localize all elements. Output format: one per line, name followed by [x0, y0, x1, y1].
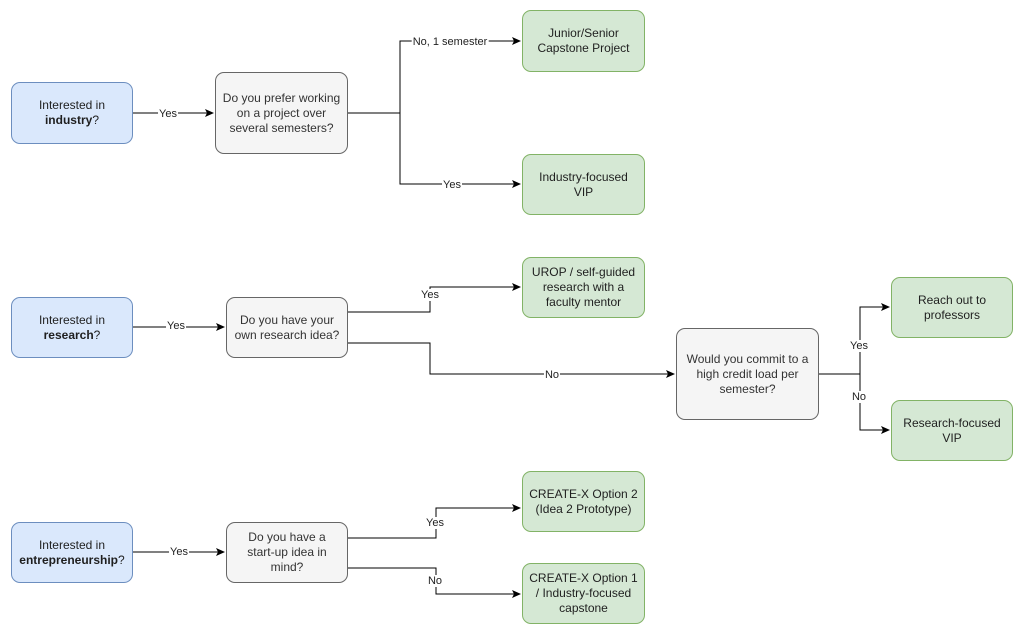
edge-label-startup-yes: Yes [425, 517, 445, 529]
node-own-research-idea: Do you have your own research idea? [226, 297, 348, 358]
edge-label-entre-yes: Yes [169, 546, 189, 558]
node-prefer-several-semesters: Do you prefer working on a project over … [215, 72, 348, 154]
edge-label-no-one-semester: No, 1 semester [411, 36, 489, 48]
edge-label-research-yes: Yes [166, 320, 186, 332]
edge-label-startup-no: No [426, 575, 444, 587]
node-urop: UROP / self-guided research with a facul… [522, 257, 645, 318]
node-research-vip: Research-focused VIP [891, 400, 1013, 461]
node-startup-idea: Do you have a start-up idea in mind? [226, 522, 348, 583]
edge-label-idea-yes: Yes [420, 289, 440, 301]
edge-label-several-yes: Yes [442, 179, 462, 191]
edge-label-industry-yes: Yes [158, 108, 178, 120]
node-capstone-project: Junior/Senior Capstone Project [522, 10, 645, 72]
node-reach-out-professors: Reach out to professors [891, 277, 1013, 338]
node-high-credit-load: Would you commit to a high credit load p… [676, 328, 819, 420]
edge-idea-to-credit [348, 342, 675, 378]
edge-label-idea-no: No [543, 369, 561, 381]
node-createx-option-2: CREATE-X Option 2 (Idea 2 Prototype) [522, 471, 645, 532]
edge-label-credit-no: No [850, 391, 868, 403]
node-createx-option-1: CREATE-X Option 1 / Industry-focused cap… [522, 563, 645, 624]
edge-label-credit-yes: Yes [849, 340, 869, 352]
node-industry-vip: Industry-focused VIP [522, 154, 645, 215]
edge-question-to-industry-vip [399, 113, 521, 188]
edge-question-to-capstone [348, 37, 521, 114]
